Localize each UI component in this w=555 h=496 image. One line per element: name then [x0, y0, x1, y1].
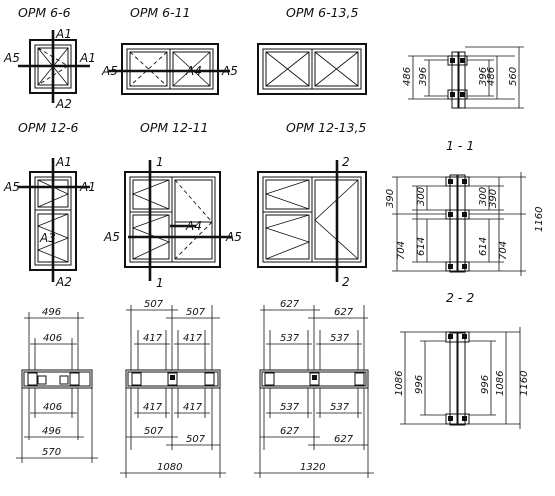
window-opm-12-11: 1 A5 A4 A5 1 [103, 155, 242, 290]
dim-507-bottom-left: 507 [144, 426, 164, 437]
dim-300-left: 300 [416, 187, 427, 206]
title-opm-6-11: ОРМ 6-11 [130, 5, 191, 20]
dim-560: 560 [508, 67, 519, 86]
mark-a1-top: A1 [55, 155, 72, 169]
dim-627-bottom-left: 627 [280, 426, 300, 437]
cut-mark-1-bottom: 1 [156, 276, 164, 290]
mark-a5-left: A5 [3, 180, 20, 194]
section-1-1-title: 1 - 1 [446, 138, 474, 153]
dim-537-bottom-left: 537 [280, 402, 300, 413]
window-opm-6-13-5 [257, 43, 367, 95]
title-opm-12-11: ОРМ 12-11 [140, 120, 208, 135]
dim-1160-section-1: 1160 [534, 207, 545, 232]
plan-opm-6: 496 406 406 496 570 [16, 307, 98, 463]
window-opm-12-6: A1 A5 A1 A3 A2 [3, 155, 96, 289]
dim-507-bottom-right: 507 [186, 434, 206, 445]
dim-406-top: 406 [43, 333, 62, 344]
cut-mark-2-top: 2 [342, 155, 350, 169]
window-opm-6-11: A5 A4 A5 [101, 43, 238, 95]
dim-496-bottom: 496 [42, 426, 61, 437]
dim-1086-left: 1086 [394, 371, 405, 396]
dim-496-top: 496 [42, 307, 61, 318]
dim-1160-section-2: 1160 [519, 371, 530, 396]
dim-627-bottom-right: 627 [334, 434, 354, 445]
window-opm-12-13-5: 2 2 [257, 155, 367, 289]
dim-486-right: 486 [486, 67, 497, 86]
mark-a2-bottom: A2 [55, 275, 72, 289]
mark-a2-bottom: A2 [55, 97, 72, 111]
section-1-1: 390 300 300 390 1160 704 614 614 704 [385, 172, 545, 276]
dim-486-left: 486 [402, 67, 413, 86]
dim-996-left: 996 [414, 375, 425, 394]
mark-a5-left: A5 [3, 51, 20, 65]
dim-396-left: 396 [418, 67, 429, 86]
dim-507-top-right: 507 [186, 307, 206, 318]
dim-406-bottom: 406 [43, 402, 62, 413]
mark-a4: A4 [185, 64, 202, 78]
dim-417-top-right: 417 [183, 333, 203, 344]
dim-1086-right: 1086 [495, 371, 506, 396]
mark-a3: A3 [39, 231, 56, 245]
dim-396-right: 396 [478, 67, 489, 86]
title-opm-6-13-5: ОРМ 6-13,5 [286, 5, 358, 20]
mark-a5-left: A5 [103, 230, 120, 244]
dim-614-left: 614 [416, 237, 427, 256]
mark-a5-left: A5 [101, 64, 118, 78]
dim-627-top-right: 627 [334, 307, 354, 318]
window-opm-6-6: A1 A5 A1 A2 [3, 27, 96, 111]
plan-opm-11: 507 507 417 417 417 417 507 507 1080 [120, 299, 226, 478]
title-opm-12-6: ОРМ 12-6 [18, 120, 79, 135]
dim-570: 570 [42, 447, 61, 458]
plan-opm-13-5: 627 627 537 537 537 537 627 627 1320 [254, 299, 374, 478]
dim-704-right: 704 [498, 241, 509, 260]
title-opm-12-13-5: ОРМ 12-13,5 [286, 120, 366, 135]
title-opm-6-6: ОРМ 6-6 [18, 5, 71, 20]
dim-537-bottom-right: 537 [330, 402, 350, 413]
mark-a1-top: A1 [55, 27, 72, 41]
dim-507-top-left: 507 [144, 299, 164, 310]
mark-a1-right: A1 [79, 180, 96, 194]
mark-a5-right: A5 [221, 64, 238, 78]
dim-1320: 1320 [300, 462, 325, 473]
dim-537-top-left: 537 [280, 333, 300, 344]
section-2-2-title: 2 - 2 [446, 290, 474, 305]
mark-a1-right: A1 [79, 51, 96, 65]
mark-a5-right: A5 [225, 230, 242, 244]
dim-390-right: 390 [488, 189, 499, 208]
dim-704-left: 704 [396, 241, 407, 260]
dim-300-right: 300 [478, 187, 489, 206]
dim-996-right: 996 [480, 375, 491, 394]
dim-417-bottom-left: 417 [143, 402, 163, 413]
dim-627-top-left: 627 [280, 299, 300, 310]
dim-537-top-right: 537 [330, 333, 350, 344]
cut-mark-2-bottom: 2 [342, 275, 350, 289]
section-opm-6: 486 396 396 486 560 [402, 46, 524, 109]
dim-1080: 1080 [157, 462, 182, 473]
section-2-2: 1086 996 996 1086 1160 [394, 327, 530, 429]
dim-417-bottom-right: 417 [183, 402, 203, 413]
dim-390-left: 390 [385, 189, 396, 208]
dim-614-right: 614 [478, 237, 489, 256]
cut-mark-1-top: 1 [156, 155, 164, 169]
mark-a4: A4 [185, 219, 202, 233]
dim-417-top-left: 417 [143, 333, 163, 344]
